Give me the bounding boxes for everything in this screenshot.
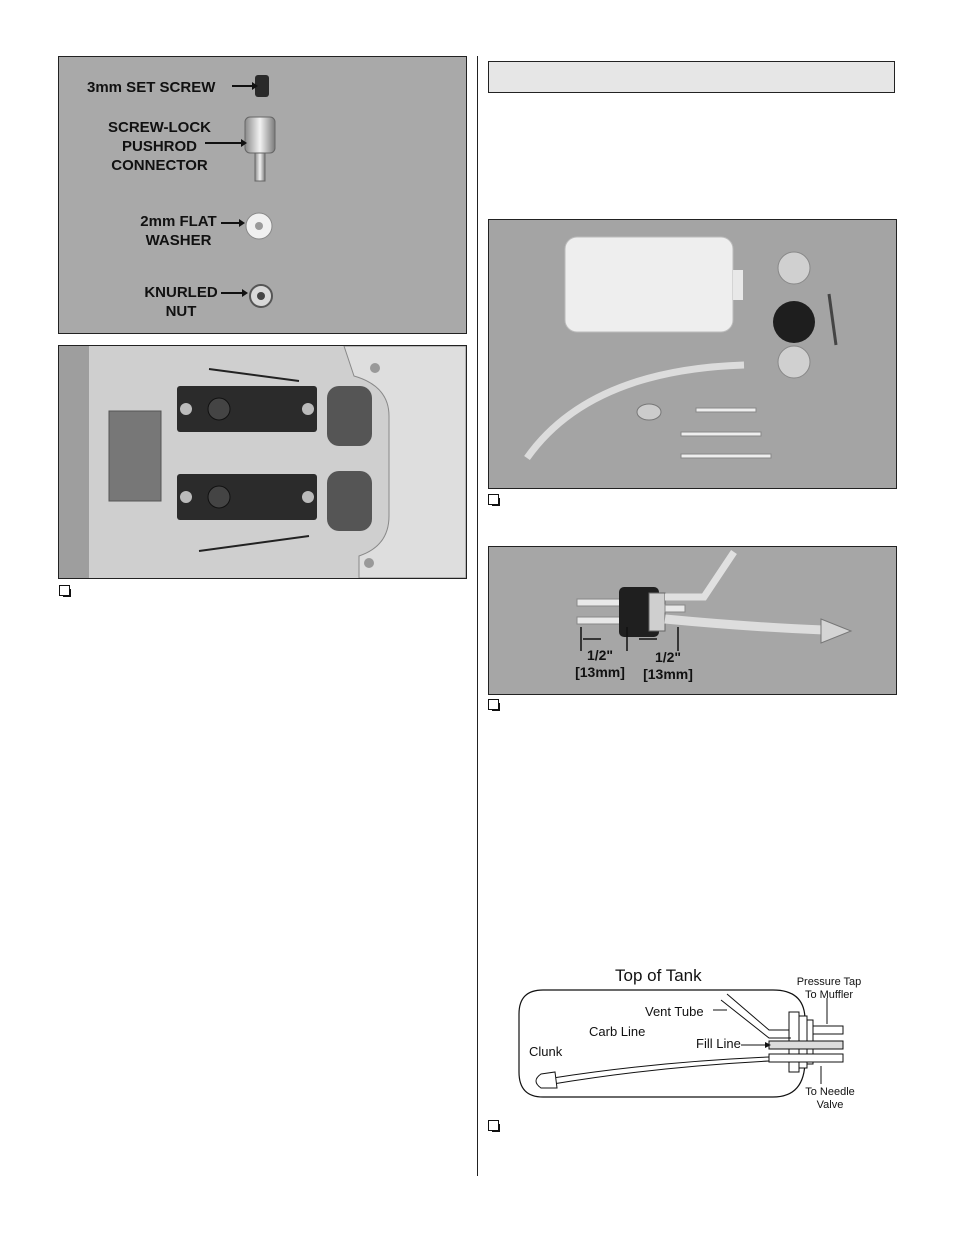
column-divider: [477, 56, 478, 1176]
servo-tray-illustration: [59, 346, 466, 578]
tank-diagram-drawing: [518, 989, 844, 1098]
vent-tube-label: Vent Tube: [645, 1004, 704, 1019]
step-checkbox-stopper[interactable]: [488, 699, 500, 711]
pressure-tap-line1: Pressure Tap: [796, 976, 862, 988]
dim-label-left: 1/2" [13mm]: [569, 647, 631, 681]
connector-label-line3: CONNECTOR: [111, 157, 208, 174]
needle-valve-line2: Valve: [816, 1099, 844, 1111]
dim-left-mm: [13mm]: [575, 664, 625, 680]
nut-label-line1: KNURLED: [144, 284, 218, 301]
dim-right-mm: [13mm]: [643, 666, 693, 682]
tank-diagram: Top of Tank Vent Tube Carb Line Fill Lin…: [505, 962, 875, 1112]
stopper-assembly-photo: 1/2" [13mm] 1/2" [13mm]: [488, 546, 897, 695]
hardware-photo: 3mm SET SCREW SCREW-LOCK PUSHROD CONNECT…: [58, 56, 467, 334]
fill-line-label: Fill Line: [696, 1036, 741, 1051]
connector-label: SCREW-LOCK PUSHROD CONNECTOR: [107, 118, 212, 175]
dim-label-right: 1/2" [13mm]: [637, 649, 699, 683]
tank-diagram-title: Top of Tank: [615, 966, 702, 985]
hardware-illustration: [205, 75, 276, 308]
connector-label-line1: SCREW-LOCK: [107, 119, 212, 136]
step-checkbox-tank-parts[interactable]: [488, 494, 500, 506]
dim-right-inch: 1/2": [654, 649, 682, 665]
set-screw-label: 3mm SET SCREW: [87, 79, 216, 96]
washer-label-line1: 2mm FLAT: [140, 213, 217, 230]
stopper-assembly-illustration: [576, 550, 853, 651]
servo-tray-photo: [58, 345, 467, 579]
step-checkbox-servos[interactable]: [59, 585, 71, 597]
nut-label: KNURLED NUT: [136, 283, 226, 321]
needle-valve-line1: To Needle: [805, 1086, 855, 1098]
fuel-tank-parts-illustration: [524, 236, 838, 461]
pressure-tap-label: Pressure Tap To Muffler: [792, 976, 866, 1002]
connector-label-line2: PUSHROD: [121, 138, 197, 155]
pressure-tap-line2: To Muffler: [804, 989, 854, 1001]
washer-label: 2mm FLAT WASHER: [131, 212, 226, 250]
needle-valve-label: To Needle Valve: [795, 1086, 865, 1112]
carb-line-label: Carb Line: [589, 1024, 646, 1039]
washer-label-line2: WASHER: [145, 232, 212, 249]
fuel-tank-parts-photo: [488, 219, 897, 489]
step-checkbox-diagram[interactable]: [488, 1120, 500, 1132]
dim-left-inch: 1/2": [586, 647, 614, 663]
section-header-bar: [488, 61, 895, 93]
clunk-label: Clunk: [529, 1044, 563, 1059]
nut-label-line2: NUT: [165, 303, 197, 320]
